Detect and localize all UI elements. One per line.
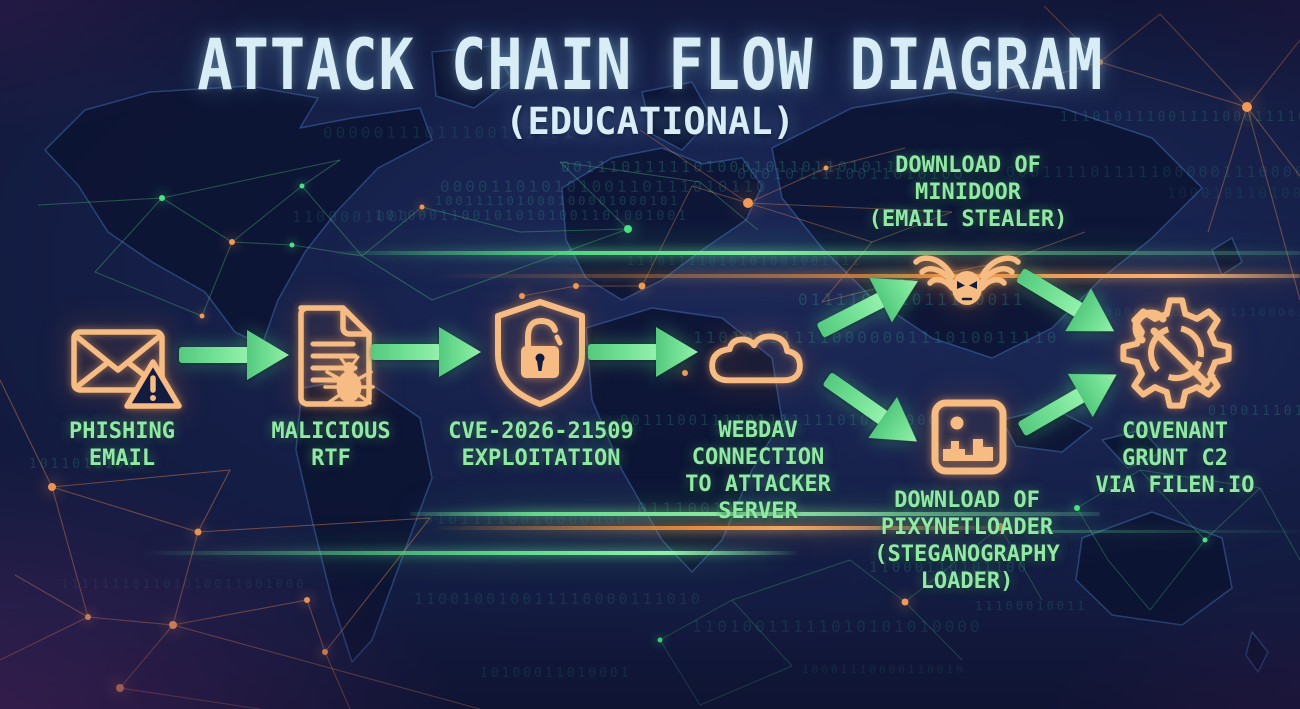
label-line: EXPLOITATION: [461, 446, 621, 471]
node-label-covenant-c2: COVENANT GRUNT C2 VIA FILEN.IO: [1096, 418, 1255, 499]
label-line: SERVER: [718, 499, 798, 524]
label-line: DOWNLOAD OF: [895, 153, 1041, 178]
envelope-warning-icon: [71, 329, 182, 409]
label-line: TO ATTACKER: [685, 472, 831, 497]
page-title: ATTACK CHAIN FLOW DIAGRAM: [0, 28, 1300, 102]
node-label-minidoor-download: DOWNLOAD OF MINIDOOR (EMAIL STEALER): [869, 152, 1068, 233]
label-line: MALICIOUS: [271, 419, 391, 444]
winged-mask-icon: [913, 255, 1021, 305]
label-line: PIXYNETLOADER: [880, 515, 1054, 540]
arrow-phishing-to-rtf: [179, 330, 289, 380]
label-line: DOWNLOAD OF: [894, 488, 1040, 513]
label-line: LOADER): [920, 569, 1014, 594]
arrow-minidoor-to-c2: [1016, 268, 1115, 332]
arrow-pixynetloader-to-c2: [1018, 373, 1117, 436]
label-line: RTF: [311, 446, 351, 471]
node-label-pixynetloader-download: DOWNLOAD OF PIXYNETLOADER (STEGANOGRAPHY…: [874, 487, 1059, 595]
label-line: GRUNT C2: [1122, 446, 1228, 471]
arrow-webdav-to-minidoor: [817, 277, 919, 338]
page-title-text: ATTACK CHAIN FLOW DIAGRAM: [196, 24, 1104, 106]
node-label-malicious-rtf: MALICIOUS RTF: [271, 418, 390, 472]
node-label-phishing-email: PHISHING EMAIL: [69, 418, 175, 472]
label-line: (STEGANOGRAPHY: [874, 542, 1060, 567]
label-line: CVE-2026-21509: [448, 419, 634, 444]
arrow-webdav-to-pixynetloader: [823, 373, 918, 442]
arrow-exploitation-to-webdav: [588, 327, 698, 377]
label-line: PHISHING: [69, 419, 175, 444]
image-stego-icon: [931, 399, 1007, 475]
page-subtitle: (EDUCATIONAL): [505, 100, 795, 143]
node-label-webdav-connection: WEBDAV CONNECTION TO ATTACKER SERVER: [685, 417, 831, 525]
label-line: (EMAIL STEALER): [868, 207, 1068, 232]
label-line: VIA FILEN.IO: [1095, 473, 1255, 498]
gear-wrench-icon: [1120, 297, 1232, 409]
label-line: MINIDOOR: [915, 180, 1021, 205]
label-line: CONNECTION: [691, 445, 825, 470]
cloud-icon: [709, 333, 803, 384]
node-label-cve-exploitation: CVE-2026-21509 EXPLOITATION: [448, 418, 633, 472]
document-bug-icon: [298, 305, 375, 407]
label-line: COVENANT: [1122, 419, 1228, 444]
label-line: WEBDAV: [718, 418, 798, 443]
shield-unlocked-icon: [495, 299, 585, 407]
label-line: EMAIL: [88, 446, 156, 471]
arrow-rtf-to-exploitation: [371, 327, 481, 377]
